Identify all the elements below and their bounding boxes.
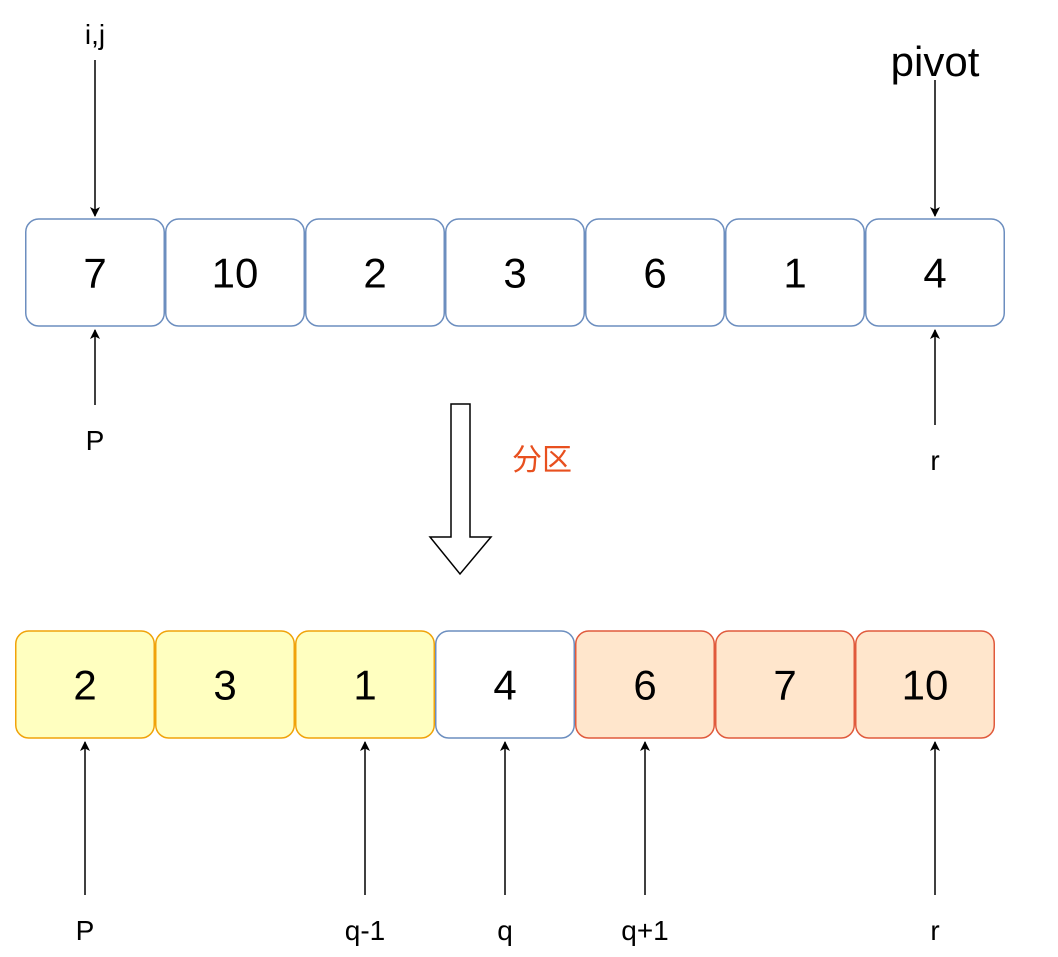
- array-cell: 4: [435, 630, 575, 739]
- p-label-bottom: P: [76, 915, 95, 946]
- array-cell: 6: [585, 218, 725, 327]
- array-cell-box: [155, 630, 295, 739]
- p-label-top: P: [86, 425, 105, 456]
- pivot-label: pivot: [891, 38, 980, 85]
- bottom-array-row: 2 3 1 4 6 7 10: [15, 630, 995, 739]
- array-cell: 2: [15, 630, 155, 739]
- array-cell: 1: [725, 218, 865, 327]
- partition-arrow: [428, 403, 493, 576]
- q-label: q: [497, 915, 513, 946]
- array-cell-value: 10: [902, 662, 949, 709]
- r-label-top: r: [930, 445, 939, 476]
- array-cell: 4: [865, 218, 1005, 327]
- array-cell-box: [725, 218, 865, 327]
- array-cell-box: [25, 218, 165, 327]
- array-cell-box: [855, 630, 995, 739]
- array-cell-value: 2: [73, 662, 96, 709]
- array-cell-box: [435, 630, 575, 739]
- array-cell-box: [575, 630, 715, 739]
- array-cell-box: [715, 630, 855, 739]
- array-cell-value: 6: [643, 250, 666, 297]
- array-cell-box: [585, 218, 725, 327]
- array-cell: 7: [715, 630, 855, 739]
- array-cell-value: 1: [353, 662, 376, 709]
- array-cell-value: 6: [633, 662, 656, 709]
- array-cell: 7: [25, 218, 165, 327]
- array-cell: 3: [445, 218, 585, 327]
- array-cell-box: [15, 630, 155, 739]
- array-cell: 1: [295, 630, 435, 739]
- array-cell: 6: [575, 630, 715, 739]
- array-cell-box: [445, 218, 585, 327]
- array-cell-box: [295, 630, 435, 739]
- array-cell-value: 7: [773, 662, 796, 709]
- array-cell-value: 4: [923, 250, 946, 297]
- array-cell-value: 3: [503, 250, 526, 297]
- array-cell-value: 7: [83, 250, 106, 297]
- array-cell: 10: [855, 630, 995, 739]
- top-array-row: 7 10 2 3 6 1 4: [25, 218, 1005, 327]
- ij-label: i,j: [85, 19, 105, 50]
- array-cell-value: 10: [212, 250, 259, 297]
- partition-label: 分区: [512, 444, 572, 477]
- q-minus-1-label: q-1: [345, 915, 385, 946]
- array-cell-value: 4: [493, 662, 516, 709]
- q-plus-1-label: q+1: [621, 915, 669, 946]
- array-cell-value: 1: [783, 250, 806, 297]
- array-cell-value: 3: [213, 662, 236, 709]
- array-cell-box: [305, 218, 445, 327]
- r-label-bottom: r: [930, 915, 939, 946]
- array-cell: 10: [165, 218, 305, 327]
- array-cell: 3: [155, 630, 295, 739]
- array-cell-box: [865, 218, 1005, 327]
- array-cell: 2: [305, 218, 445, 327]
- array-cell-value: 2: [363, 250, 386, 297]
- array-cell-box: [165, 218, 305, 327]
